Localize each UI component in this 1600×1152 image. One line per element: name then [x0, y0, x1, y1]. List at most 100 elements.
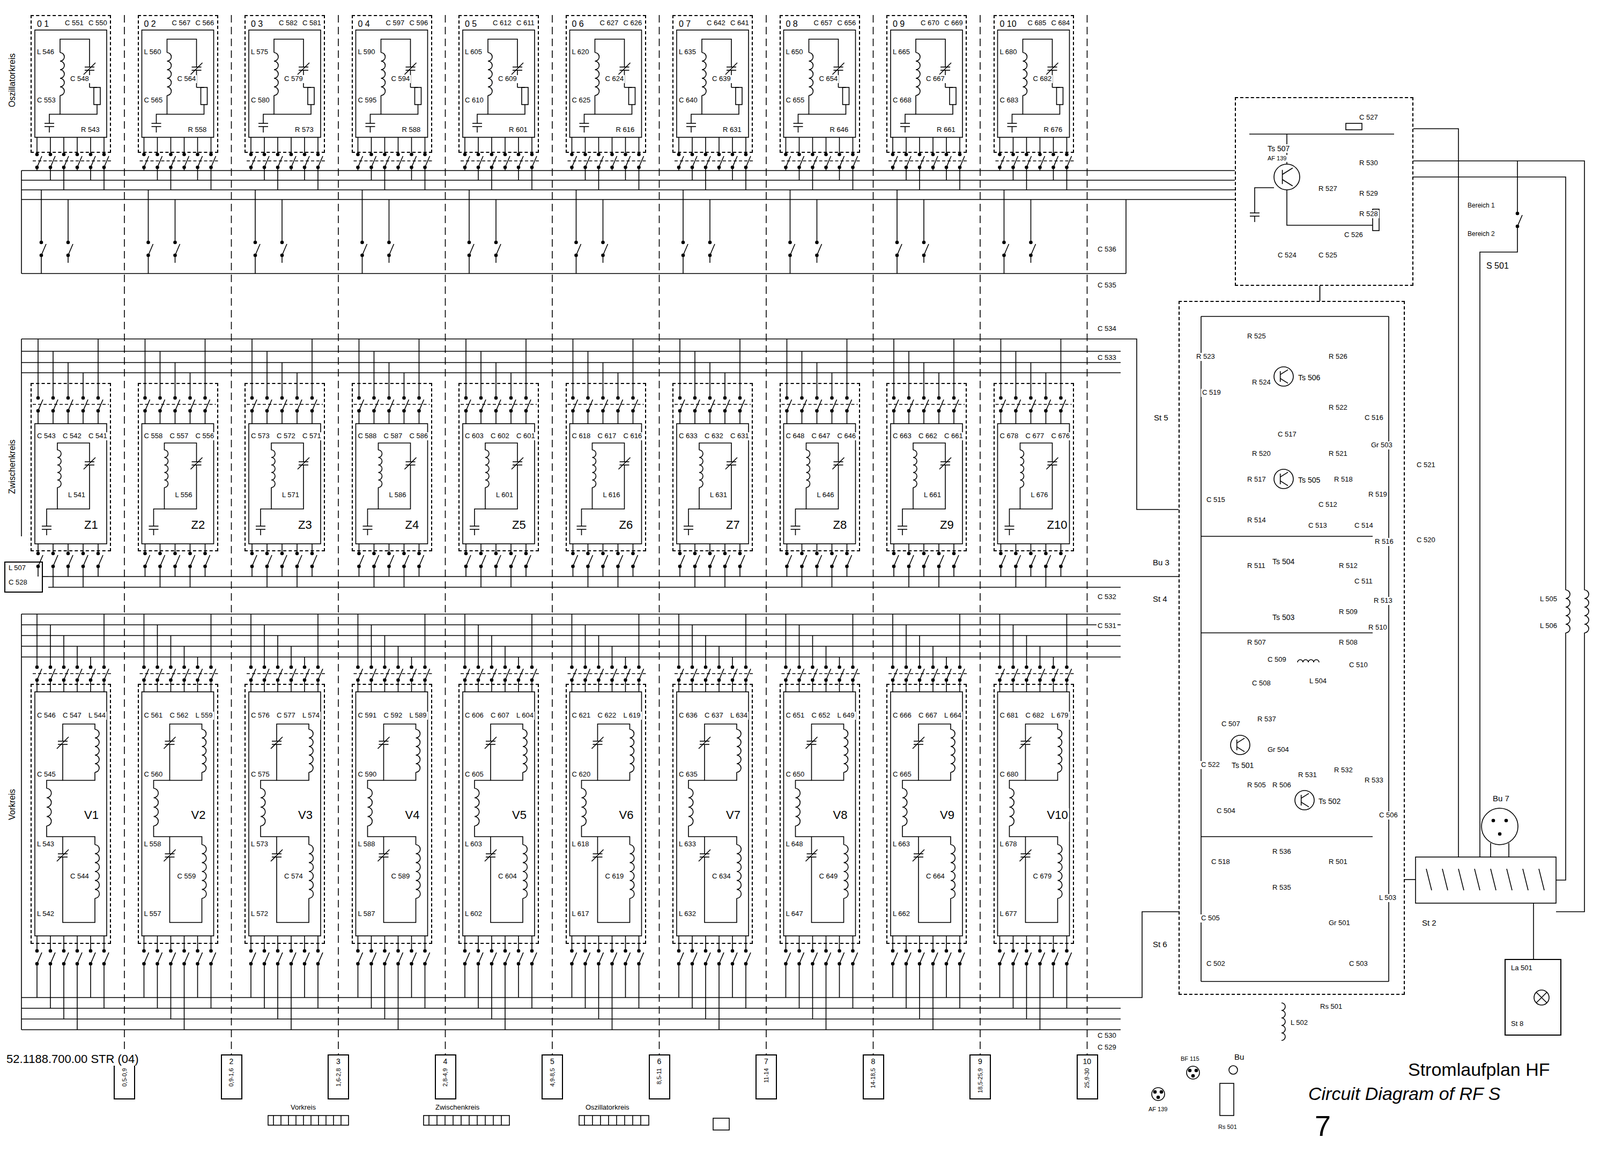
wire: [311, 566, 313, 577]
switch-contact: [908, 554, 914, 567]
switch-contact: [160, 399, 166, 411]
wire: [464, 963, 466, 998]
wire: [281, 362, 283, 398]
junction-dot: [479, 396, 483, 400]
junction-dot: [410, 949, 413, 953]
junction-dot: [188, 552, 192, 555]
wire: [945, 86, 953, 88]
junction-dot: [62, 665, 66, 669]
junction-dot: [49, 665, 53, 669]
wire: [277, 963, 279, 1019]
trimmer-arrow: [912, 736, 925, 749]
wire: [587, 410, 589, 424]
wire: [718, 167, 720, 171]
wire: [266, 566, 268, 588]
junction-dot: [402, 552, 406, 555]
wire: [688, 780, 705, 789]
wire: [831, 410, 833, 424]
wire: [904, 126, 906, 133]
switch-contact: [817, 243, 822, 256]
wire: [908, 351, 910, 398]
wire: [97, 338, 99, 398]
wire: [388, 566, 390, 577]
switch-contact: [826, 668, 832, 680]
switch-contact: [892, 952, 898, 964]
wire: [786, 338, 788, 398]
wire: [263, 624, 265, 668]
switch-contact: [464, 156, 470, 168]
wire: [932, 646, 934, 668]
switch-contact: [491, 668, 497, 680]
wire: [60, 95, 98, 115]
trimmer-arrow: [725, 457, 738, 470]
wire: [263, 114, 274, 118]
wire: [169, 750, 203, 781]
switch-contact: [709, 554, 715, 567]
wire: [592, 470, 625, 509]
inductor-symbol: [688, 788, 694, 826]
switch-contact: [893, 554, 899, 567]
wire: [923, 566, 925, 577]
wire: [812, 635, 814, 668]
inductor-symbol: [915, 52, 921, 96]
trimmer-arrow: [805, 849, 818, 862]
wire: [731, 679, 733, 692]
wire: [381, 39, 411, 62]
wire: [296, 372, 298, 398]
wire: [525, 338, 527, 398]
switch-contact: [252, 554, 257, 567]
wire: [89, 455, 91, 462]
switch-contact: [839, 952, 845, 964]
wire: [525, 566, 527, 577]
wire: [901, 520, 903, 527]
switch-contact: [77, 952, 83, 964]
wire: [67, 362, 69, 398]
wire: [945, 167, 947, 181]
wire: [581, 780, 598, 789]
inductor-symbol: [202, 729, 207, 773]
switch-contact: [1061, 399, 1066, 411]
wire: [785, 679, 787, 692]
junction-dot: [723, 396, 727, 400]
junction-dot: [892, 396, 896, 400]
wire: [959, 167, 961, 190]
wire: [913, 442, 946, 456]
junction-dot: [102, 949, 106, 953]
switch-coupling: [246, 160, 325, 162]
wire: [1011, 117, 1013, 124]
switch-contact: [419, 399, 425, 411]
switch-contact: [790, 243, 796, 256]
wire: [632, 338, 634, 398]
wire: [1030, 410, 1032, 424]
junction-dot: [102, 153, 106, 157]
junction-dot: [169, 949, 173, 953]
junction-dot: [303, 665, 307, 669]
inductor-symbol: [843, 729, 849, 773]
wire: [923, 199, 925, 243]
wire: [904, 117, 906, 124]
wire: [597, 723, 631, 736]
junction-dot: [704, 949, 708, 953]
switch-contact: [1046, 399, 1051, 411]
wire: [156, 126, 158, 133]
wire: [20, 338, 22, 537]
switch-contact: [250, 952, 256, 964]
bus-line: [48, 586, 1121, 588]
switch-contact: [678, 668, 684, 680]
wire: [896, 255, 898, 274]
wire: [491, 679, 493, 692]
resistor-symbol: [201, 87, 208, 105]
wire: [572, 338, 574, 398]
wire: [317, 963, 319, 1009]
junction-dot: [295, 552, 299, 555]
inductor-symbol: [736, 729, 742, 773]
junction-dot: [316, 153, 320, 157]
junction-dot: [276, 665, 280, 669]
switch-contact: [787, 554, 792, 567]
wire: [495, 255, 497, 263]
wire: [918, 723, 951, 736]
junction-dot: [372, 552, 376, 555]
junction-dot: [717, 153, 721, 157]
junction-dot: [477, 665, 480, 669]
inductor-symbol: [202, 844, 207, 899]
